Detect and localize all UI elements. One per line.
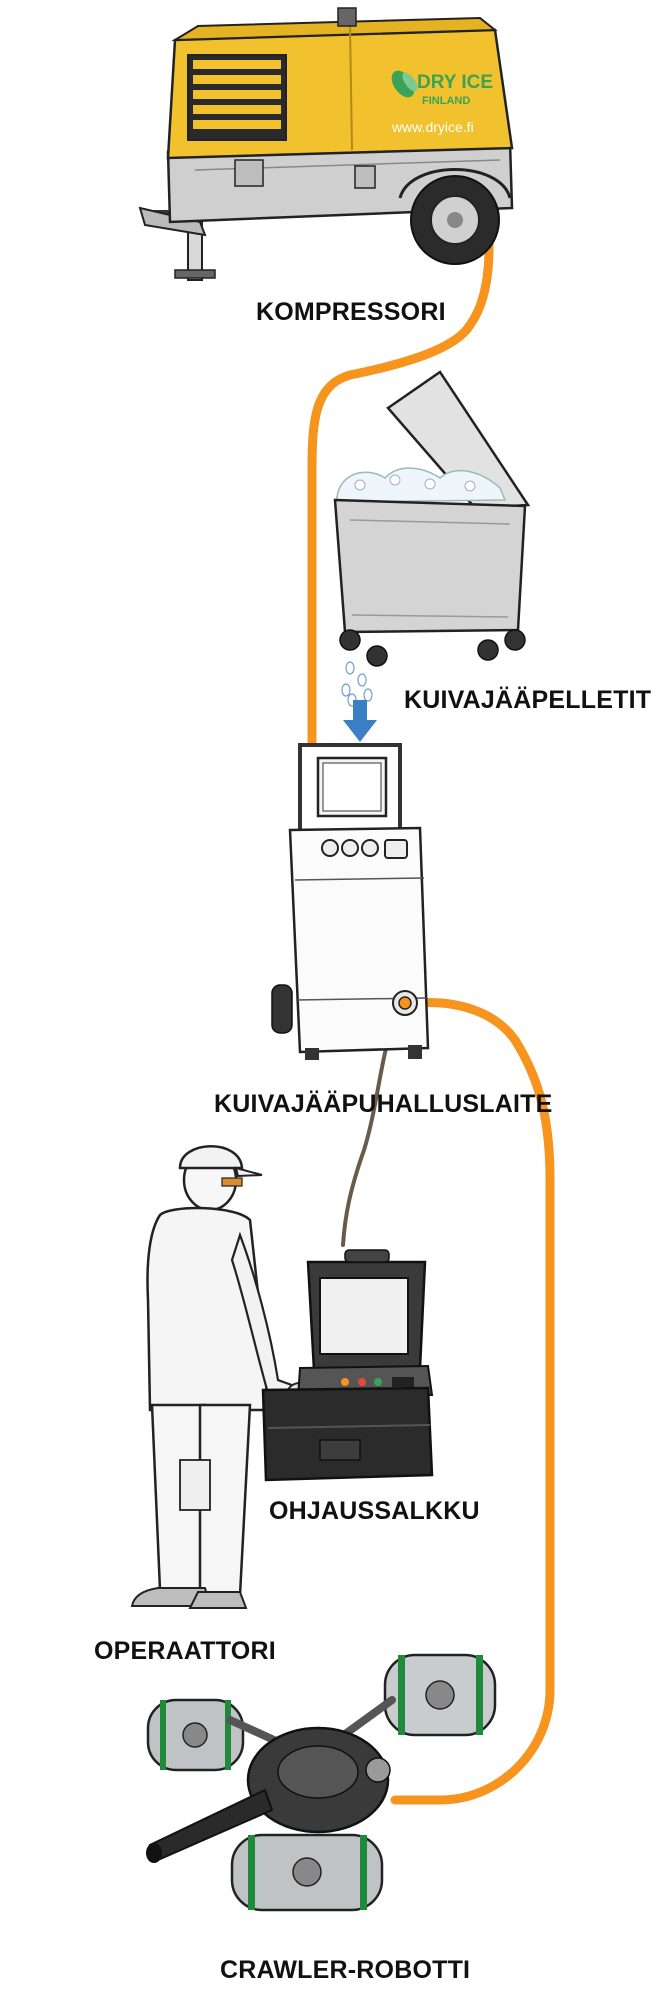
brand-line1: DRY ICE bbox=[417, 72, 493, 93]
label-crawler-robot: CRAWLER-ROBOTTI bbox=[220, 1956, 471, 1984]
control-cable bbox=[341, 1038, 390, 1247]
dry-ice-finland-logo bbox=[391, 70, 418, 98]
dry-ice-bin-icon bbox=[333, 370, 531, 667]
compressor-wheel bbox=[410, 175, 500, 265]
label-blasting-machine: KUIVAJÄÄPUHALLUSLAITE bbox=[214, 1090, 553, 1118]
hose-blaster-to-robot bbox=[390, 998, 555, 1805]
operator-figure bbox=[130, 1145, 313, 1609]
robot-wheel-upper-left bbox=[146, 1698, 245, 1772]
robot-wheel-lower bbox=[230, 1833, 384, 1912]
flow-arrow-icon bbox=[343, 700, 377, 742]
label-control-case: OHJAUSSALKKU bbox=[269, 1497, 480, 1525]
hose-compressor-to-blaster bbox=[307, 213, 494, 747]
brand-line2: FINLAND bbox=[422, 95, 470, 107]
crawler-robot-icon bbox=[146, 1653, 497, 1912]
label-dry-ice-pellets: KUIVAJÄÄPELLETIT bbox=[404, 686, 652, 714]
robot-wheel-upper-right bbox=[383, 1653, 497, 1737]
label-compressor: KOMPRESSORI bbox=[256, 298, 446, 326]
label-operator: OPERAATTORI bbox=[94, 1637, 276, 1665]
compressor-louvers bbox=[187, 54, 287, 141]
compressor-icon bbox=[138, 7, 514, 281]
falling-pellets bbox=[341, 661, 373, 707]
website-text: www.dryice.fi bbox=[391, 119, 474, 135]
control-case-icon bbox=[261, 1249, 434, 1482]
blasting-machine-icon bbox=[271, 743, 430, 1060]
